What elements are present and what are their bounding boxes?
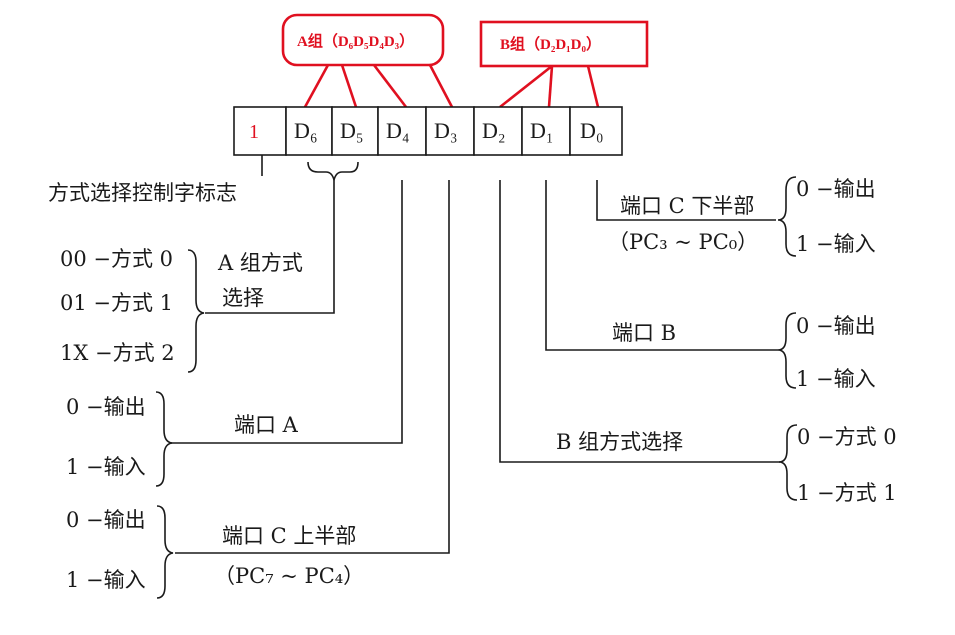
bit-d5: D₅ (340, 118, 364, 143)
group-a-link-d3 (428, 64, 454, 108)
port-c-lower-opt1: 1 −输入 (796, 232, 876, 256)
bit-7-value: 1 (249, 121, 259, 143)
bit-d6: D₆ (294, 118, 318, 143)
port-b-leader (545, 180, 778, 351)
group-a-highlight (281, 13, 445, 67)
group-b-link-d2 (499, 64, 553, 109)
port-c-upper-opt0: 0 −输出 (66, 508, 146, 532)
group-a-link-d5 (340, 64, 358, 108)
group-b-link-d1 (547, 65, 554, 108)
group-b-mode-opt0: 0 −方式 0 (797, 425, 897, 449)
group-b-mode-brace (778, 424, 798, 501)
group-b-link-d0 (586, 65, 600, 108)
group-b-label: B组（D₂D₁D₀） (500, 35, 601, 53)
port-c-lower-leader (596, 180, 776, 221)
port-a-leader (170, 180, 403, 444)
group-a-link-d4 (372, 64, 408, 108)
port-b-opt0: 0 −输出 (796, 314, 876, 338)
bit-box-1 (521, 106, 571, 156)
bit-d4: D₄ (386, 118, 410, 143)
bit-d1: D₁ (530, 118, 554, 143)
port-c-upper-title: 端口 C 上半部 (222, 524, 356, 548)
port-c-upper-range: （PC₇ ~ PC₄） (214, 564, 364, 588)
bit-box-0 (569, 106, 623, 156)
group-a-label: A组（D₆D₅D₄D₃） (297, 32, 414, 50)
port-b-title: 端口 B (612, 321, 676, 345)
group-a-link-d6 (303, 64, 330, 108)
bit-d3: D₃ (434, 118, 458, 143)
port-a-opt0: 0 −输出 (66, 395, 146, 419)
port-c-lower-brace (777, 176, 797, 257)
group-b-mode-opt1: 1 −方式 1 (797, 481, 897, 505)
port-c-upper-leader (175, 180, 450, 554)
bit-box-3 (425, 106, 475, 156)
port-b-brace (777, 312, 797, 389)
bit-box-5 (331, 106, 379, 156)
bit-box-7 (233, 106, 287, 156)
port-c-upper-brace (156, 505, 174, 599)
port-c-lower-range: （PC₃ ~ PC₀） (608, 230, 758, 254)
group-b-highlight (479, 20, 649, 68)
flag-label: 方式选择控制字标志 (48, 181, 237, 205)
group-a-mode-opt1: 01 −方式 1 (60, 291, 173, 315)
group-a-mode-opt0: 00 −方式 0 (60, 247, 173, 271)
port-c-lower-title: 端口 C 下半部 (620, 194, 754, 218)
group-a-mode-brace (187, 249, 205, 373)
bit-box-4 (377, 106, 427, 156)
group-b-mode-leader (499, 180, 780, 463)
group-a-mode-opt2: 1X −方式 2 (60, 341, 175, 365)
group-a-mode-leader (205, 180, 335, 314)
bit-d0: D₀ (580, 118, 604, 143)
port-c-upper-opt1: 1 −输入 (66, 568, 146, 592)
port-c-lower-opt0: 0 −输出 (796, 177, 876, 201)
port-b-opt1: 1 −输入 (796, 367, 876, 391)
port-a-opt1: 1 −输入 (66, 455, 146, 479)
bit-box-2 (473, 106, 523, 156)
group-b-mode-title: B 组方式选择 (556, 430, 683, 454)
bit-register: 1 D₆ D₅ D₄ D₃ D₂ D₁ D₀ (233, 106, 623, 156)
port-a-title: 端口 A (234, 413, 299, 437)
group-a-mode-title-1: A 组方式 (217, 251, 303, 275)
port-a-brace (155, 391, 173, 487)
d6-d5-brace (307, 161, 359, 181)
group-a-mode-title-2: 选择 (222, 286, 264, 310)
bit-d2: D₂ (482, 118, 506, 143)
